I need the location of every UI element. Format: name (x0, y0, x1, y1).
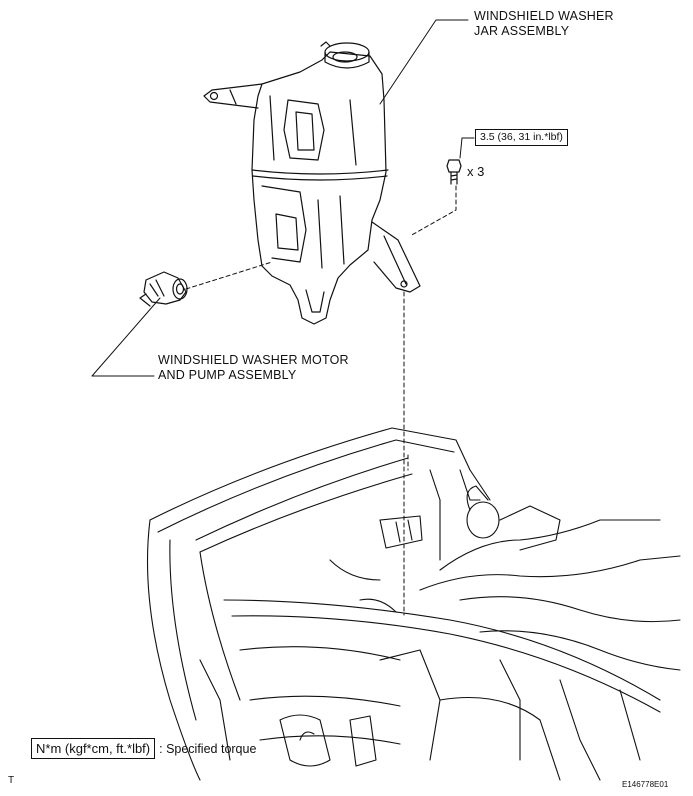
jar-label-line-1: WINDSHIELD WASHER (474, 9, 614, 23)
jar-label-line-2: JAR ASSEMBLY (474, 24, 570, 38)
leader-lines (91, 19, 475, 377)
washer-pump-drawing (139, 271, 188, 307)
corner-code: T (8, 775, 15, 786)
washer-jar-drawing (203, 41, 421, 325)
bolt-quantity: x 3 (467, 164, 485, 179)
motor-label-line-1: WINDSHIELD WASHER MOTOR (158, 353, 349, 367)
torque-legend: N*m (kgf*cm, ft.*lbf) : Specified torque (31, 738, 256, 759)
vehicle-engine-bay-drawing (147, 427, 681, 781)
motor-label-line-2: AND PUMP ASSEMBLY (158, 368, 297, 382)
torque-legend-text: : Specified torque (159, 741, 257, 756)
torque-unit-box: N*m (kgf*cm, ft.*lbf) (31, 738, 156, 759)
figure-id: E146778E01 (622, 780, 669, 789)
motor-pump-label: WINDSHIELD WASHER MOTOR AND PUMP ASSEMBL… (158, 353, 349, 383)
bolt-drawing (446, 159, 462, 185)
jar-assembly-label: WINDSHIELD WASHER JAR ASSEMBLY (474, 9, 614, 39)
bolt-torque-spec: 3.5 (36, 31 in.*lbf) (475, 129, 568, 146)
